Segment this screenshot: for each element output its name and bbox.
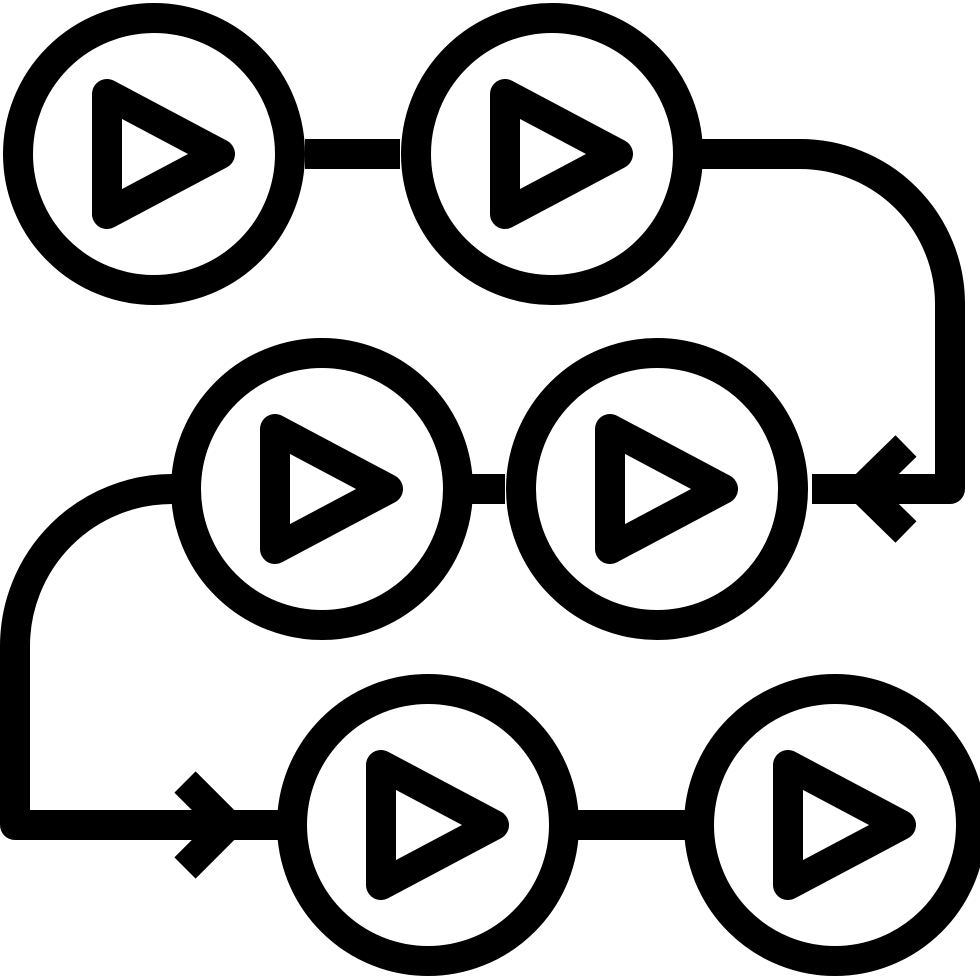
play-triangle-icon [490,79,633,229]
flow-path-right [702,139,965,504]
circle-outline [171,338,473,640]
play-triangle-icon [260,414,403,564]
play-triangle-icon [366,750,509,900]
circle-outline [684,674,980,976]
play-triangle-icon [92,79,235,229]
arrow-left-icon [847,435,917,543]
play-circle-icon [3,3,305,305]
play-circles [3,3,980,976]
circle-outline [277,674,579,976]
circle-outline [506,338,808,640]
play-circle-icon [506,338,808,640]
play-circle-icon [684,674,980,976]
flow-path-left [0,474,278,840]
play-circle-icon [277,674,579,976]
play-triangle-icon [773,750,916,900]
play-circle-icon [171,338,473,640]
play-triangle-icon [595,414,738,564]
connector-lines [305,139,686,840]
circle-outline [401,3,703,305]
play-circle-icon [401,3,703,305]
circle-outline [3,3,305,305]
arrow-right-icon [174,771,243,879]
